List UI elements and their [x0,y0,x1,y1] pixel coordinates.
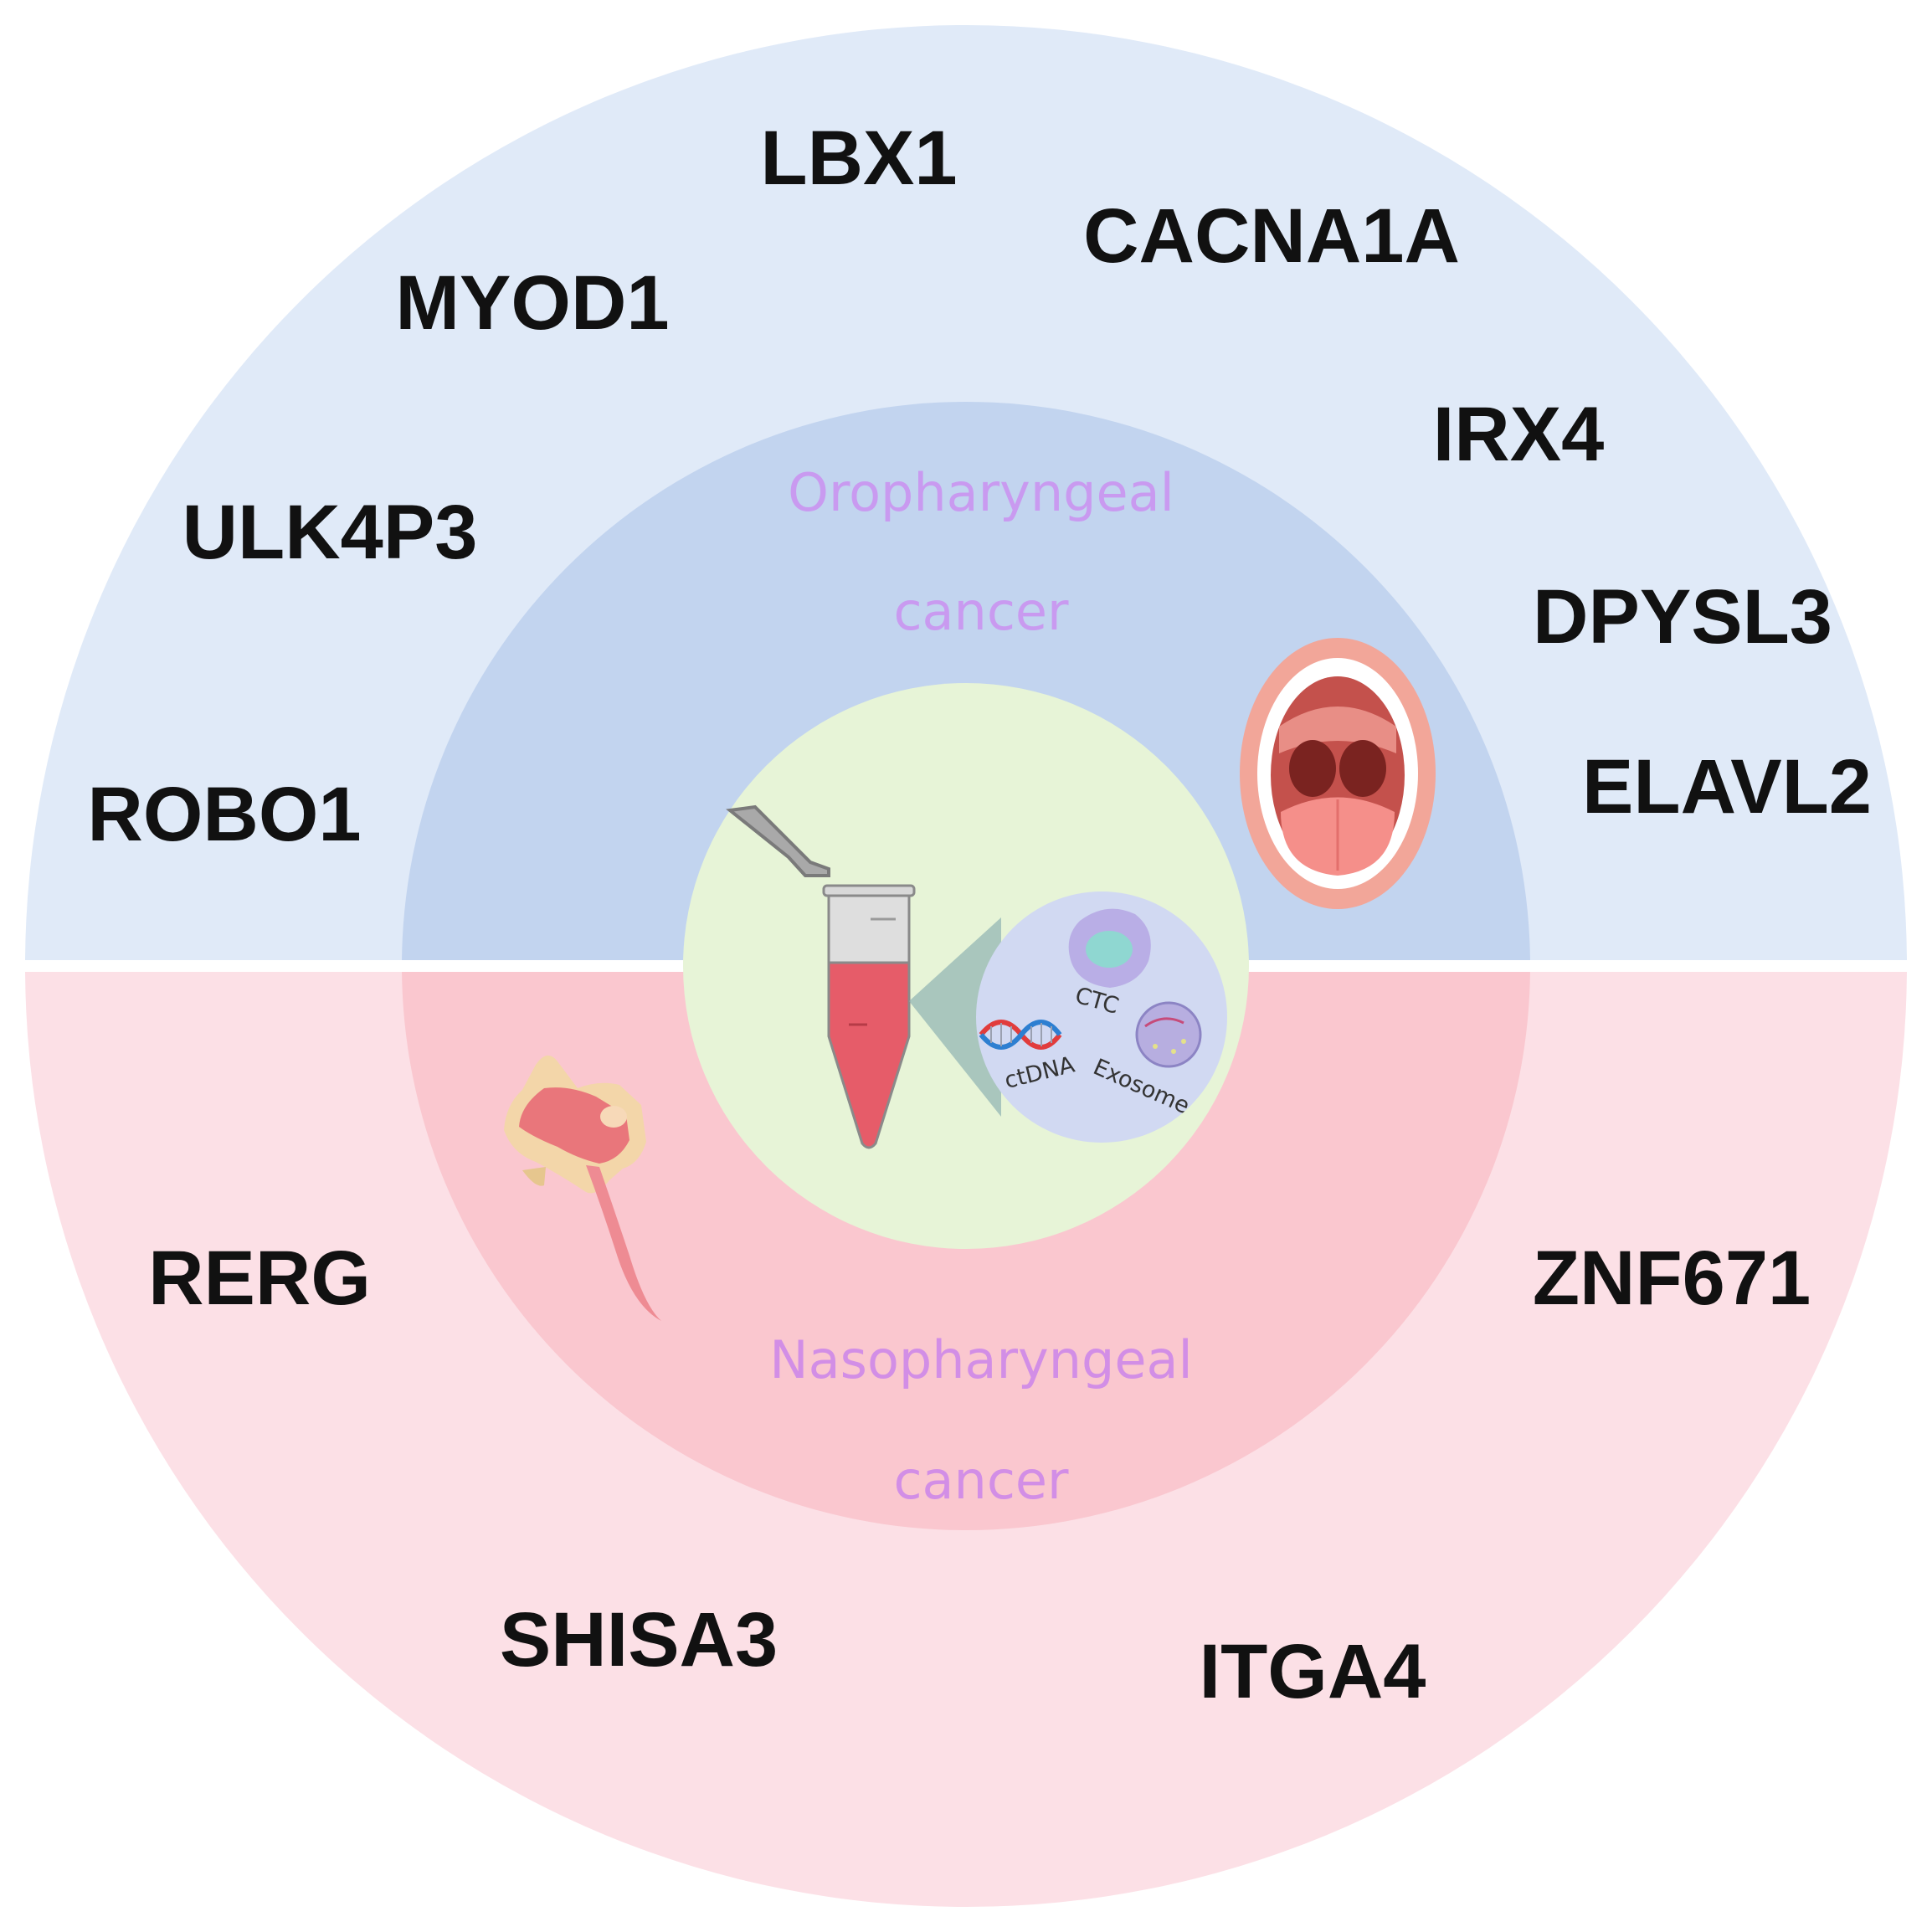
gene-label: CACNA1A [1083,193,1460,279]
biomarker-bubble [976,891,1227,1143]
inner-ring-bottom [402,972,1530,1530]
gene-label: ULK4P3 [182,490,478,575]
exosome-icon [1135,1001,1202,1068]
gene-label: DPYSL3 [1533,574,1832,660]
nasopharyngeal-label-line2: cancer [893,1450,1069,1511]
gene-label: ELAVL2 [1582,744,1872,830]
ctdna-helix-icon [979,1020,1062,1050]
gene-label: ROBO1 [87,772,361,857]
open-mouth-icon [1240,638,1436,909]
microcentrifuge-tube-icon [726,804,916,1149]
gene-label: MYOD1 [395,260,669,346]
oropharyngeal-label-line1: Oropharyngeal [788,462,1174,523]
oropharyngeal-label-line2: cancer [893,581,1069,642]
gene-label: IRX4 [1433,392,1605,477]
gene-label: ZNF671 [1533,1236,1811,1321]
magnifier-cone [909,917,1001,1117]
gene-label: LBX1 [760,116,957,201]
nasopharynx-icon [504,1055,661,1321]
gene-label: RERG [148,1236,371,1321]
nasopharyngeal-label-line1: Nasopharyngeal [769,1329,1192,1390]
gene-label: SHISA3 [500,1597,778,1683]
ctc-cell-icon [1068,908,1151,988]
gene-label: ITGA4 [1200,1629,1426,1714]
